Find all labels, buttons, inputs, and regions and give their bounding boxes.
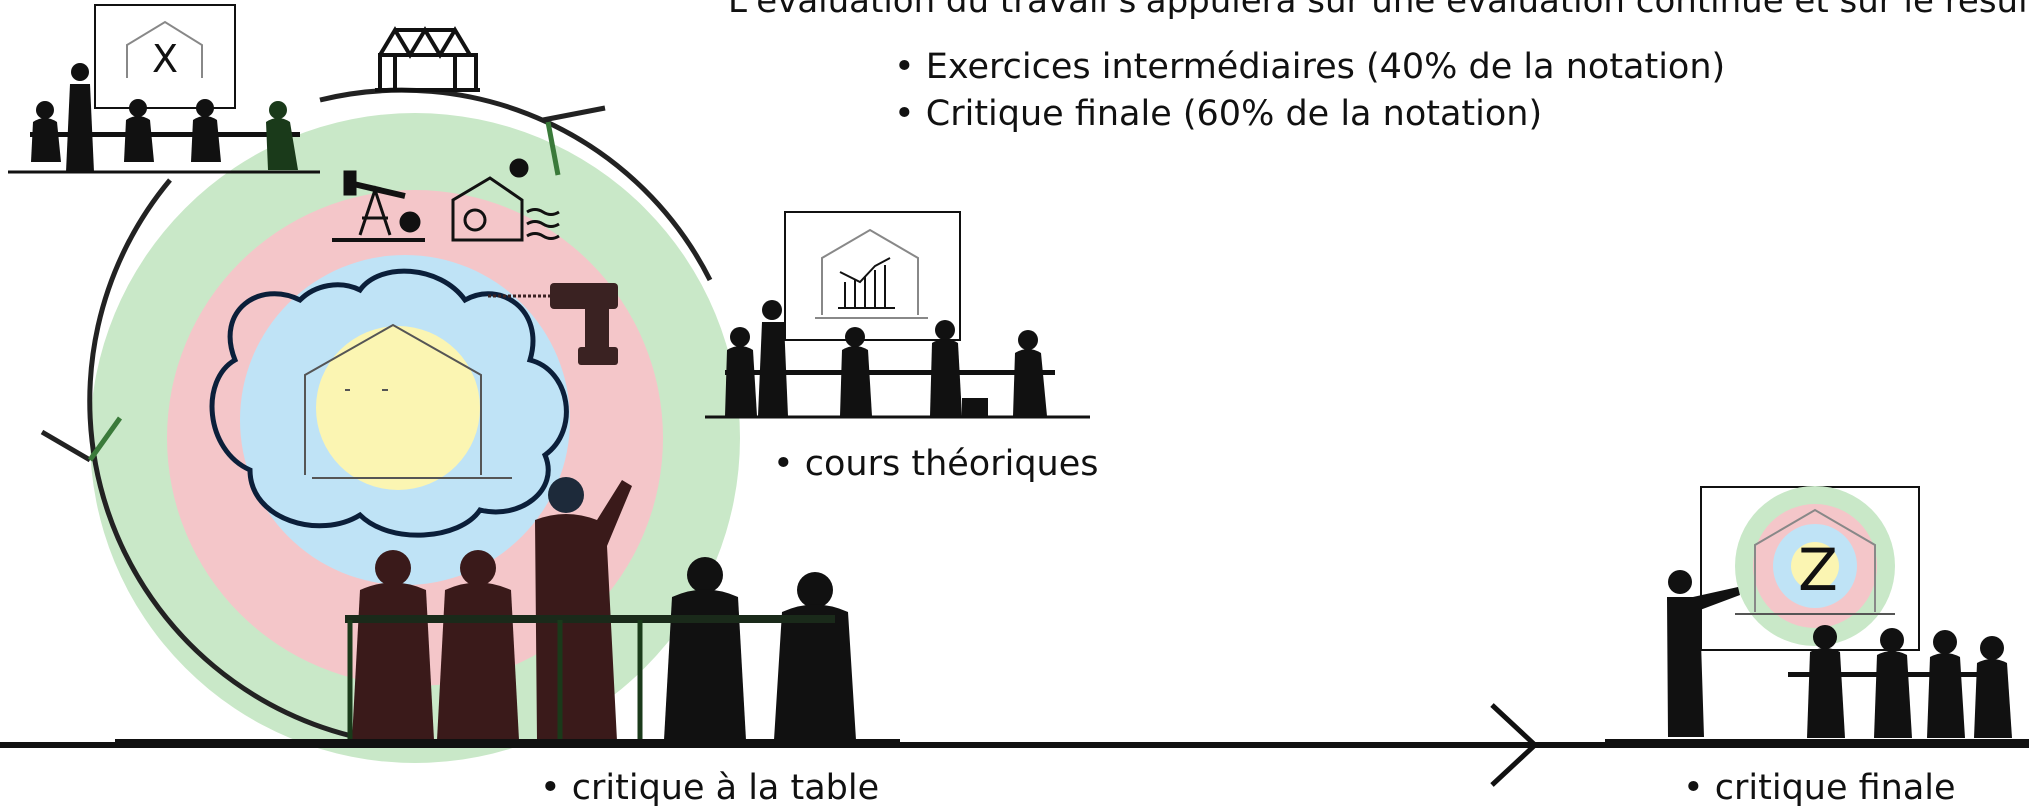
cloud-outline: [209, 268, 569, 538]
house-icon: [304, 323, 512, 479]
ring-yellow: [316, 326, 480, 490]
roof-truss-icon: [375, 26, 480, 92]
drill-icon: [488, 283, 618, 365]
meeting-silhouettes-middle: [705, 300, 1090, 419]
label-critique-finale: • critique finale: [1683, 768, 1956, 808]
label-cours-theoriques: • cours théoriques: [773, 444, 1099, 484]
board-right-letter: Z: [1798, 536, 1838, 604]
final-critique-silhouettes: [1667, 570, 2012, 738]
oil-pump-icon: [332, 170, 425, 242]
bullet-exercices: • Exercices intermédiaires (40% de la no…: [894, 47, 1726, 87]
growth-chart-icon: [838, 257, 895, 309]
board-left: X: [94, 4, 236, 109]
board-left-letter: X: [152, 37, 178, 81]
board-middle: [784, 211, 961, 341]
eco-house-icon: [451, 158, 560, 242]
label-critique-table: • critique à la table: [540, 768, 880, 808]
evaluation-header: L'évaluation du travail s'appuiera sur u…: [728, 0, 2029, 21]
bullet-critique-finale: • Critique finale (60% de la notation): [894, 94, 1543, 134]
timeline-arrow-icon: [1490, 703, 1539, 787]
table-critique-silhouettes: [345, 477, 856, 741]
timeline: [0, 703, 2029, 787]
meeting-silhouettes-top-left: [8, 63, 320, 174]
board-right: Z: [1700, 486, 1920, 651]
